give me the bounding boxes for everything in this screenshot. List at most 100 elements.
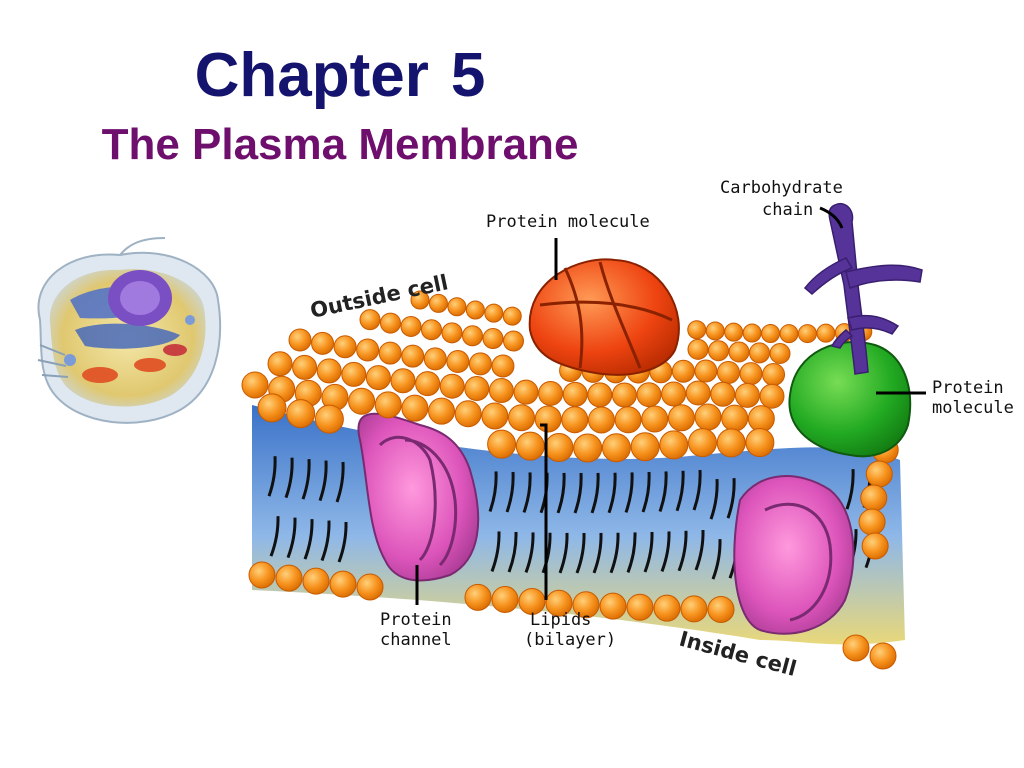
lipid-head xyxy=(292,354,318,380)
lipid-head xyxy=(380,312,401,334)
lipid-head xyxy=(716,360,740,384)
lipid-head xyxy=(356,338,380,362)
lipid-head xyxy=(739,362,763,386)
lipid-tail xyxy=(726,478,736,519)
lipid-head xyxy=(671,359,695,383)
lipid-head xyxy=(641,405,669,433)
label-protein-molecule-right-line1: Protein xyxy=(932,378,1004,398)
lipid-head xyxy=(359,309,381,331)
lipid-head xyxy=(694,403,722,431)
lipid-head xyxy=(314,404,344,434)
protein-right-integral xyxy=(733,475,855,635)
lipid-head xyxy=(742,323,762,343)
lipid-head xyxy=(491,586,519,614)
lipid-head xyxy=(518,587,546,615)
lipid-tail xyxy=(335,461,345,503)
lipid-head xyxy=(747,405,775,433)
lipid-head xyxy=(708,340,729,362)
lipid-tail xyxy=(488,471,498,512)
lipid-head xyxy=(599,592,627,620)
lipid-head xyxy=(374,391,402,419)
carbohydrate-chain xyxy=(803,203,923,375)
lipid-head xyxy=(611,382,637,408)
lipid-head xyxy=(400,315,422,337)
lipid-head xyxy=(816,323,836,343)
lipid-head xyxy=(572,591,600,619)
lipid-tail xyxy=(660,531,671,572)
lipid-tail xyxy=(524,532,535,573)
lipid-tail xyxy=(692,469,702,511)
lipid-tail xyxy=(694,529,705,571)
lipid-head xyxy=(561,406,589,434)
slide-subtitle: The Plasma Membrane xyxy=(101,120,579,169)
lipid-tail xyxy=(845,469,855,510)
lipid-tail xyxy=(286,517,297,559)
lipid-head xyxy=(275,564,303,592)
lipid-tail xyxy=(592,532,603,574)
lipid-tail xyxy=(677,530,688,572)
lipid-head xyxy=(515,431,545,461)
protein-molecule-top xyxy=(528,258,680,376)
lipid-tail xyxy=(541,532,552,574)
lipid-head xyxy=(861,532,889,560)
lipid-head xyxy=(710,381,736,407)
lipid-head xyxy=(447,297,467,317)
lipid-head xyxy=(544,432,574,462)
lipid-tail xyxy=(522,472,532,513)
lipid-heads xyxy=(241,290,899,670)
lipid-head xyxy=(601,433,631,463)
lipid-head xyxy=(734,382,760,408)
lipid-head xyxy=(491,354,515,378)
label-protein-channel-line2: channel xyxy=(380,630,452,650)
lipid-head xyxy=(446,350,470,374)
lipid-head xyxy=(401,344,425,368)
lipid-tail xyxy=(609,532,620,574)
lipid-tail xyxy=(590,472,600,514)
lipid-head xyxy=(685,380,711,406)
lipid-tail xyxy=(575,532,586,574)
lipid-head xyxy=(707,595,735,623)
lipid-head xyxy=(482,328,504,350)
lipid-head xyxy=(858,508,886,536)
lipid-head xyxy=(513,379,539,405)
lipid-tail xyxy=(675,470,685,512)
lipid-head xyxy=(468,352,492,376)
lipid-tail xyxy=(337,521,348,563)
lipid-head xyxy=(365,365,391,391)
lipid-head xyxy=(465,300,485,320)
lipid-head xyxy=(667,404,695,432)
lipid-head xyxy=(267,351,293,377)
lipid-tail xyxy=(320,520,331,562)
lipid-head xyxy=(462,325,483,347)
lipid-head xyxy=(636,382,662,408)
lipid-head xyxy=(865,460,893,488)
lipid-head xyxy=(488,378,514,404)
lipid-tail xyxy=(709,479,719,520)
lipid-head xyxy=(749,342,770,364)
lipid-head xyxy=(423,347,447,371)
label-lipids-line1: Lipids xyxy=(530,610,591,630)
lipid-head xyxy=(341,361,367,387)
lipid-head xyxy=(869,642,897,670)
lipid-head xyxy=(728,341,750,363)
lipid-tail xyxy=(711,539,722,580)
lipid-head xyxy=(428,293,448,313)
label-lipids-line2: (bilayer) xyxy=(524,630,616,650)
lipid-head xyxy=(687,338,709,360)
lipid-tail xyxy=(626,532,637,573)
lipid-head xyxy=(241,371,269,399)
lipid-head xyxy=(464,583,492,611)
lipid-head xyxy=(428,397,456,425)
lipid-head xyxy=(716,428,746,458)
label-carbohydrate-line2: chain xyxy=(762,200,813,220)
lipid-head xyxy=(779,324,799,344)
lipid-head xyxy=(587,382,613,408)
lipid-head xyxy=(761,323,781,343)
lipid-head xyxy=(257,393,287,423)
lipid-tail xyxy=(556,472,566,514)
lipid-head xyxy=(348,387,376,415)
lipid-head xyxy=(614,406,642,434)
title-word: Chapter xyxy=(194,41,429,110)
